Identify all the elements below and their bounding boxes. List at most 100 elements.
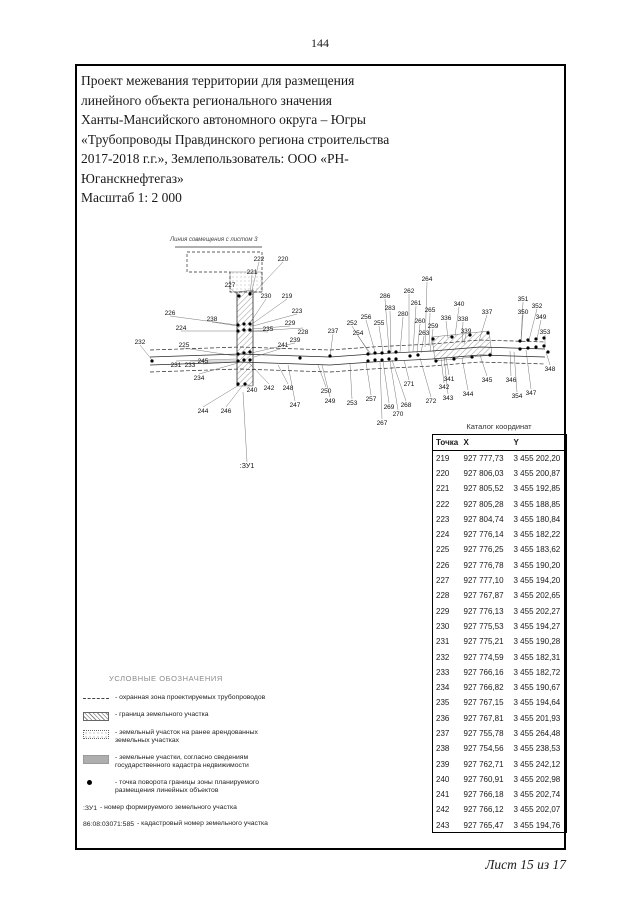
legend-item-label: - земельные участки, согласно сведениям … — [115, 753, 249, 770]
table-row: 240 927 760,91 3 455 202,98 — [433, 772, 567, 787]
survey-point — [452, 357, 456, 361]
survey-point — [236, 352, 240, 356]
point-label: 238 — [207, 316, 218, 323]
y-cell: 3 455 238,53 — [513, 744, 561, 754]
label-leader-line — [429, 328, 434, 353]
label-leader-line — [211, 321, 239, 327]
survey-point — [394, 350, 398, 354]
label-leader-line — [536, 319, 542, 340]
point-label: 255 — [374, 320, 385, 327]
y-cell: 3 455 182,72 — [513, 667, 561, 677]
legend-item-label: - охранная зона проектируемых трубопрово… — [115, 694, 266, 701]
point-id-cell: 219 — [436, 453, 450, 463]
point-label: 232 — [135, 339, 146, 346]
label-leader-line — [443, 356, 449, 395]
label-leader-line — [321, 364, 331, 398]
point-label: 241 — [278, 342, 289, 349]
x-cell: 927 760,91 — [463, 774, 504, 784]
column-header: Точка — [432, 434, 461, 451]
point-label: 341 — [444, 376, 455, 383]
label-leader-line — [317, 364, 327, 388]
y-cell: 3 455 242,12 — [513, 759, 561, 769]
map-region — [431, 330, 493, 362]
label-leader-line — [520, 301, 524, 341]
title-line: линейного объекта регионального значения — [81, 92, 333, 108]
legend-item: - охранная зона проектируемых трубопрово… — [83, 694, 383, 703]
label-leader-line — [251, 261, 284, 296]
point-label: 337 — [482, 309, 493, 316]
map-line — [186, 251, 263, 293]
parcel-number-label: :ЗУ1 — [240, 463, 255, 470]
survey-point — [434, 359, 438, 363]
x-cell: 927 805,28 — [463, 499, 504, 509]
point-label: 262 — [404, 288, 415, 295]
label-leader-line — [202, 384, 240, 408]
point-label: 249 — [325, 398, 336, 405]
coordinate-table-caption: Каталог координат — [466, 422, 532, 431]
point-label: 349 — [536, 314, 547, 321]
point-label: 269 — [384, 404, 395, 411]
survey-point — [248, 328, 252, 332]
y-cell: 3 455 202,74 — [513, 790, 561, 800]
y-cell: 3 455 190,67 — [513, 683, 561, 693]
y-cell: 3 455 202,98 — [513, 774, 561, 784]
point-id-cell: 232 — [436, 652, 450, 662]
point-id-cell: 240 — [436, 774, 450, 784]
label-leader-line — [419, 357, 432, 398]
point-label: 339 — [461, 328, 472, 335]
label-leader-line — [251, 325, 291, 330]
survey-point — [542, 336, 546, 340]
page-number: 144 — [311, 36, 329, 50]
point-label: 336 — [441, 315, 452, 322]
point-label: 239 — [290, 337, 301, 344]
label-leader-line — [287, 364, 296, 402]
survey-point — [526, 346, 530, 350]
y-cell: 3 455 200,87 — [513, 468, 561, 478]
survey-point — [394, 357, 398, 361]
label-leader-line — [249, 274, 253, 296]
survey-point — [380, 358, 384, 362]
point-label: 264 — [422, 276, 433, 283]
y-cell: 3 455 190,28 — [513, 637, 561, 647]
point-label: 348 — [545, 366, 556, 373]
dotted-box-symbol — [83, 729, 109, 739]
x-cell: 927 774,59 — [463, 652, 504, 662]
point-label: 267 — [377, 420, 388, 427]
point-id-cell: 243 — [436, 820, 450, 830]
point-id-cell: 236 — [436, 713, 450, 723]
gray-box-symbol — [83, 754, 109, 764]
point-label: 253 — [347, 400, 358, 407]
legend-symbol-cell — [83, 729, 115, 739]
label-leader-line — [198, 362, 239, 375]
survey-point — [373, 351, 377, 355]
map-region — [236, 289, 254, 387]
survey-point — [488, 353, 492, 357]
y-cell: 3 455 192,85 — [513, 484, 561, 494]
label-leader-line — [175, 358, 237, 362]
point-id-cell: 241 — [436, 790, 450, 800]
survey-point — [518, 339, 522, 343]
x-cell: 927 776,13 — [463, 606, 504, 616]
point-id-cell: 225 — [436, 545, 450, 555]
label-leader-line — [412, 305, 417, 353]
label-leader-line — [513, 351, 518, 393]
point-id-cell: 227 — [436, 576, 450, 586]
label-leader-line — [440, 357, 445, 384]
survey-point — [242, 351, 246, 355]
survey-point — [248, 292, 252, 296]
legend-symbol-cell — [83, 754, 115, 764]
survey-point — [387, 350, 391, 354]
x-cell: 927 766,12 — [463, 805, 504, 815]
point-label: 265 — [425, 307, 436, 314]
label-leader-line — [445, 320, 449, 339]
survey-point — [387, 357, 391, 361]
label-leader-line — [248, 362, 270, 385]
legend: УСЛОВНЫЕ ОБОЗНАЧЕНИЯ - охранная зона про… — [83, 674, 383, 837]
